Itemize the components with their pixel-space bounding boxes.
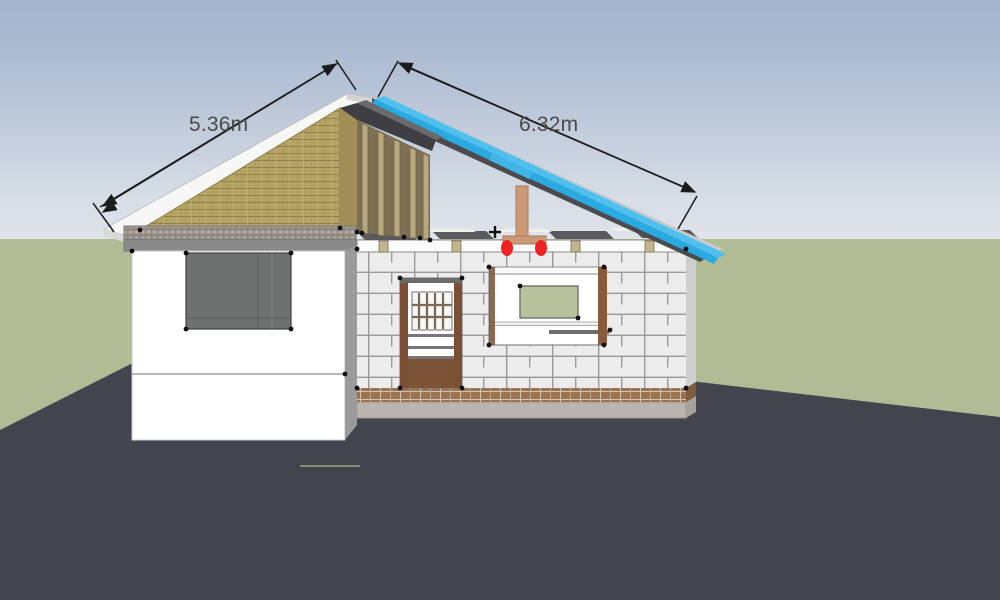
dimension-roof-right-slope bbox=[377, 60, 698, 230]
post-connector-right bbox=[535, 240, 547, 256]
left-wall-return bbox=[345, 245, 357, 440]
ridge-beam-joint bbox=[489, 153, 533, 179]
window-see-through bbox=[519, 285, 579, 319]
post-connector-left bbox=[501, 240, 513, 256]
stud-posts bbox=[361, 122, 430, 240]
door-opening bbox=[399, 277, 463, 389]
block-wall-return bbox=[686, 243, 696, 388]
roof-header-beam bbox=[340, 103, 436, 151]
window-jamb-right bbox=[598, 267, 607, 345]
window-jamb-left bbox=[489, 267, 495, 345]
top-plate-timbers bbox=[378, 240, 655, 253]
left-window bbox=[185, 252, 292, 330]
gable-return bbox=[340, 103, 357, 232]
door-lower-panel bbox=[408, 359, 454, 388]
brick-plinth bbox=[357, 388, 686, 402]
endpoint-markers bbox=[129, 225, 689, 391]
door-frame-right bbox=[454, 278, 462, 388]
dimension-roof-left-slope bbox=[92, 59, 357, 233]
door-frame-left bbox=[400, 278, 408, 388]
dimension-label-left[interactable]: 5.36m bbox=[189, 113, 249, 136]
roof-left-underside bbox=[104, 229, 128, 243]
dimension-label-right[interactable]: 6.32m bbox=[519, 113, 579, 136]
window-opening bbox=[488, 266, 609, 346]
ridge-beam-highlight bbox=[375, 96, 726, 258]
